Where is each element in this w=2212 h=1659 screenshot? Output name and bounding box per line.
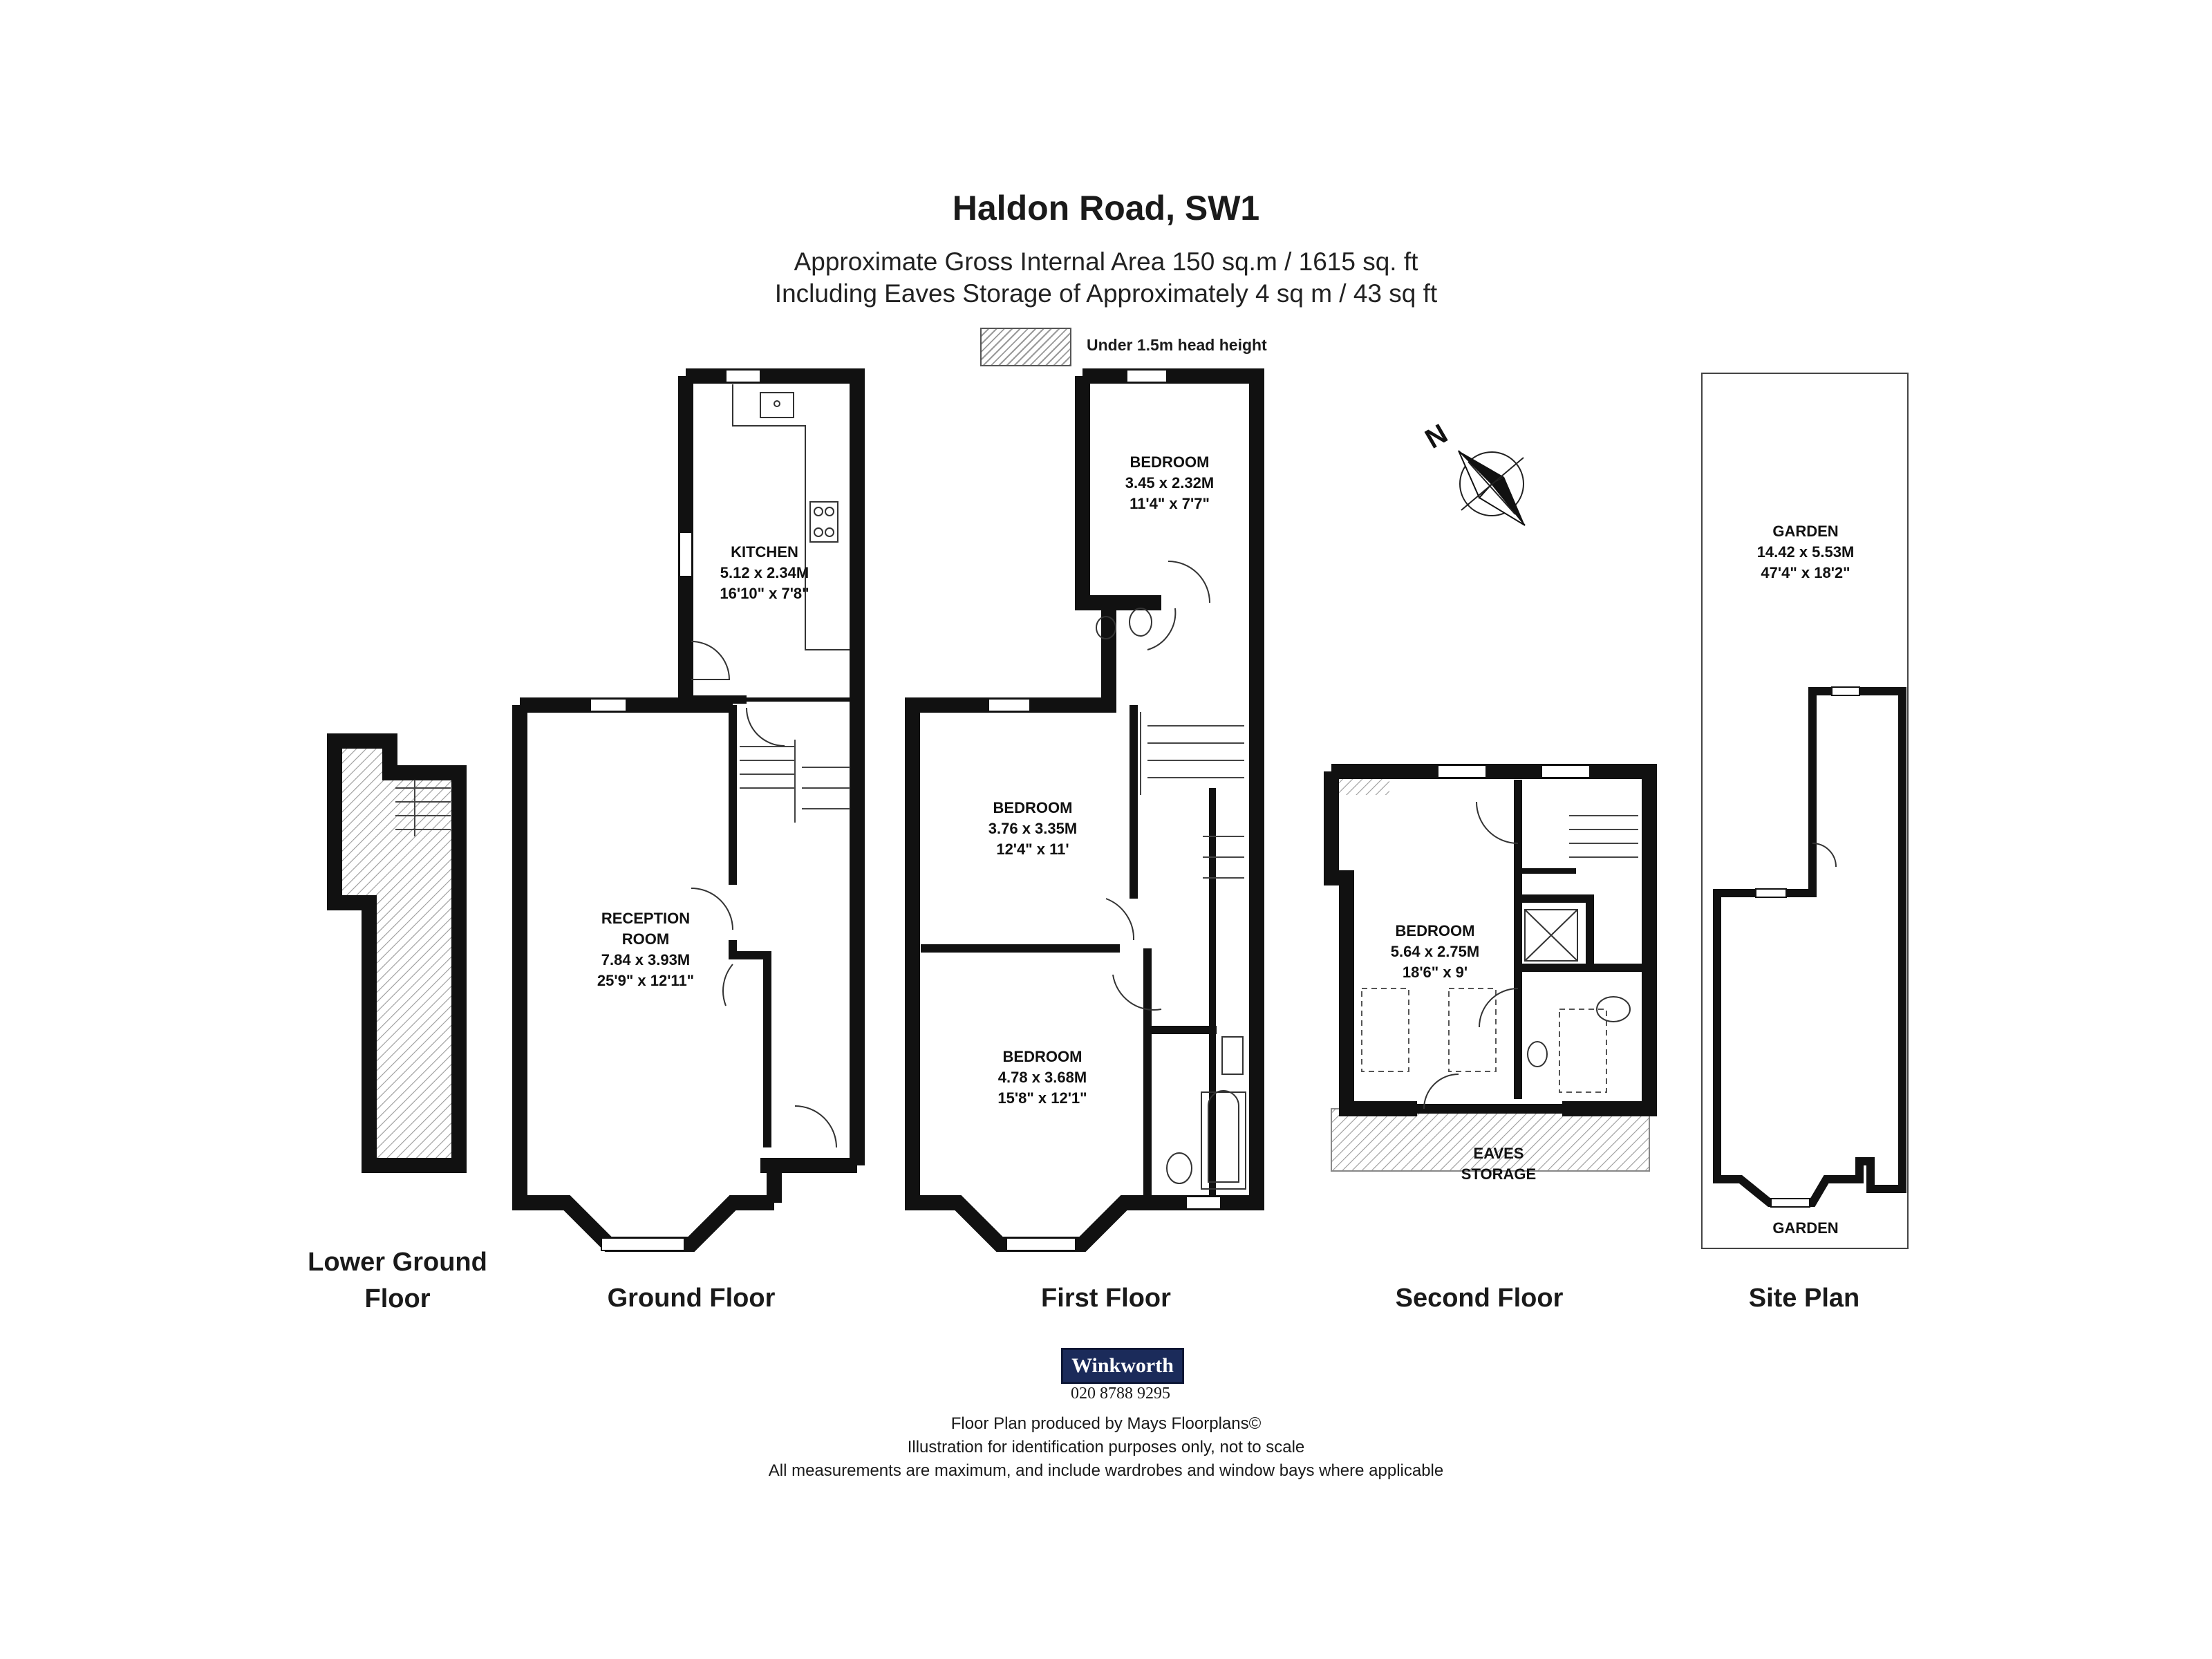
floor-label-lower-ground: Lower Ground Floor (304, 1244, 491, 1318)
bedroom-front-label: BEDROOM (1003, 1048, 1082, 1065)
first-floor-plan (905, 368, 1264, 1252)
bedroom-middle-label: BEDROOM (993, 799, 1073, 816)
bedroom-front-metric: 4.78 x 3.68M (998, 1069, 1087, 1086)
reception-imperial: 25'9" x 12'11" (597, 972, 694, 989)
bedroom-middle-imperial: 12'4" x 11' (996, 841, 1069, 858)
garden-rear-label: GARDEN (1772, 523, 1838, 540)
floor-label-lower-ground-line2: Floor (364, 1284, 431, 1314)
kitchen-metric: 5.12 x 2.34M (720, 564, 809, 581)
site-plan (1701, 373, 1909, 1249)
reception-metric: 7.84 x 3.93M (601, 951, 690, 968)
bathroom-fittings (1096, 608, 1246, 1190)
agent-logo: Winkworth (1061, 1348, 1184, 1384)
plot-boundary (1701, 373, 1909, 1249)
staircase (395, 780, 451, 836)
staircase (1569, 815, 1638, 858)
kitchen-label: KITCHEN (731, 543, 798, 561)
compass-north-label: N (1421, 418, 1453, 455)
door-swing (1423, 801, 1519, 1109)
bedroom-rear-metric: 3.45 x 2.32M (1125, 474, 1214, 491)
footer-measurements-note: All measurements are maximum, and includ… (768, 1461, 1444, 1480)
eaves-hatch (1331, 1108, 1650, 1172)
bedroom-middle-metric: 3.76 x 3.35M (988, 820, 1077, 837)
staircase (1140, 712, 1244, 879)
floor-label-first: First Floor (1041, 1284, 1171, 1313)
floor-label-site: Site Plan (1748, 1284, 1860, 1313)
area-summary: Approximate Gross Internal Area 150 sq.m… (794, 247, 1418, 276)
bedroom-second-label: BEDROOM (1396, 922, 1475, 939)
floor-label-lower-ground-line1: Lower Ground (308, 1248, 487, 1277)
legend-label: Under 1.5m head height (1087, 336, 1267, 354)
shower-and-fittings (1524, 909, 1631, 1067)
bedroom-rear-imperial: 11'4" x 7'7" (1130, 495, 1210, 512)
footer-credit: Floor Plan produced by Mays Floorplans© (950, 1414, 1262, 1433)
bedroom-front-imperial: 15'8" x 12'1" (997, 1089, 1087, 1107)
north-compass: N (1421, 418, 1526, 526)
lower-ground-floor-plan (327, 733, 467, 1173)
bedroom-second-imperial: 18'6" x 9' (1403, 964, 1468, 981)
window (590, 369, 761, 1251)
footer-disclaimer: Illustration for identification purposes… (907, 1438, 1305, 1456)
kitchen-imperial: 16'10" x 7'8" (720, 585, 809, 602)
eaves-summary: Including Eaves Storage of Approximately… (774, 279, 1438, 308)
staircase (740, 740, 850, 823)
floor-label-ground: Ground Floor (607, 1284, 776, 1313)
reception-label: RECEPTION (601, 910, 690, 927)
kitchen-worktop (732, 384, 850, 650)
door-swing (1105, 561, 1210, 1011)
garden-front-label: GARDEN (1772, 1219, 1838, 1237)
bedroom-second-metric: 5.64 x 2.75M (1391, 943, 1479, 960)
floor-label-second: Second Floor (1395, 1284, 1564, 1313)
garden-rear-metric: 14.42 x 5.53M (1757, 543, 1855, 561)
velux-window (1361, 988, 1607, 1093)
window (1755, 686, 1860, 1208)
eaves-label: EAVES (1474, 1145, 1524, 1162)
garden-rear-imperial: 47'4" x 18'2" (1761, 564, 1850, 581)
legend-hatch-swatch (980, 328, 1071, 366)
door-swing (691, 641, 837, 1148)
eaves-label-2: STORAGE (1461, 1165, 1536, 1183)
ground-floor-plan (512, 368, 865, 1252)
window (1437, 765, 1591, 778)
bedroom-rear-label: BEDROOM (1130, 453, 1210, 471)
page-title: Haldon Road, SW1 (952, 189, 1260, 227)
agent-phone: 020 8788 9295 (1071, 1385, 1170, 1403)
window (988, 369, 1221, 1251)
reception-label-2: ROOM (622, 930, 669, 948)
door-swing (1812, 843, 1837, 868)
second-floor-plan (1324, 764, 1657, 1172)
